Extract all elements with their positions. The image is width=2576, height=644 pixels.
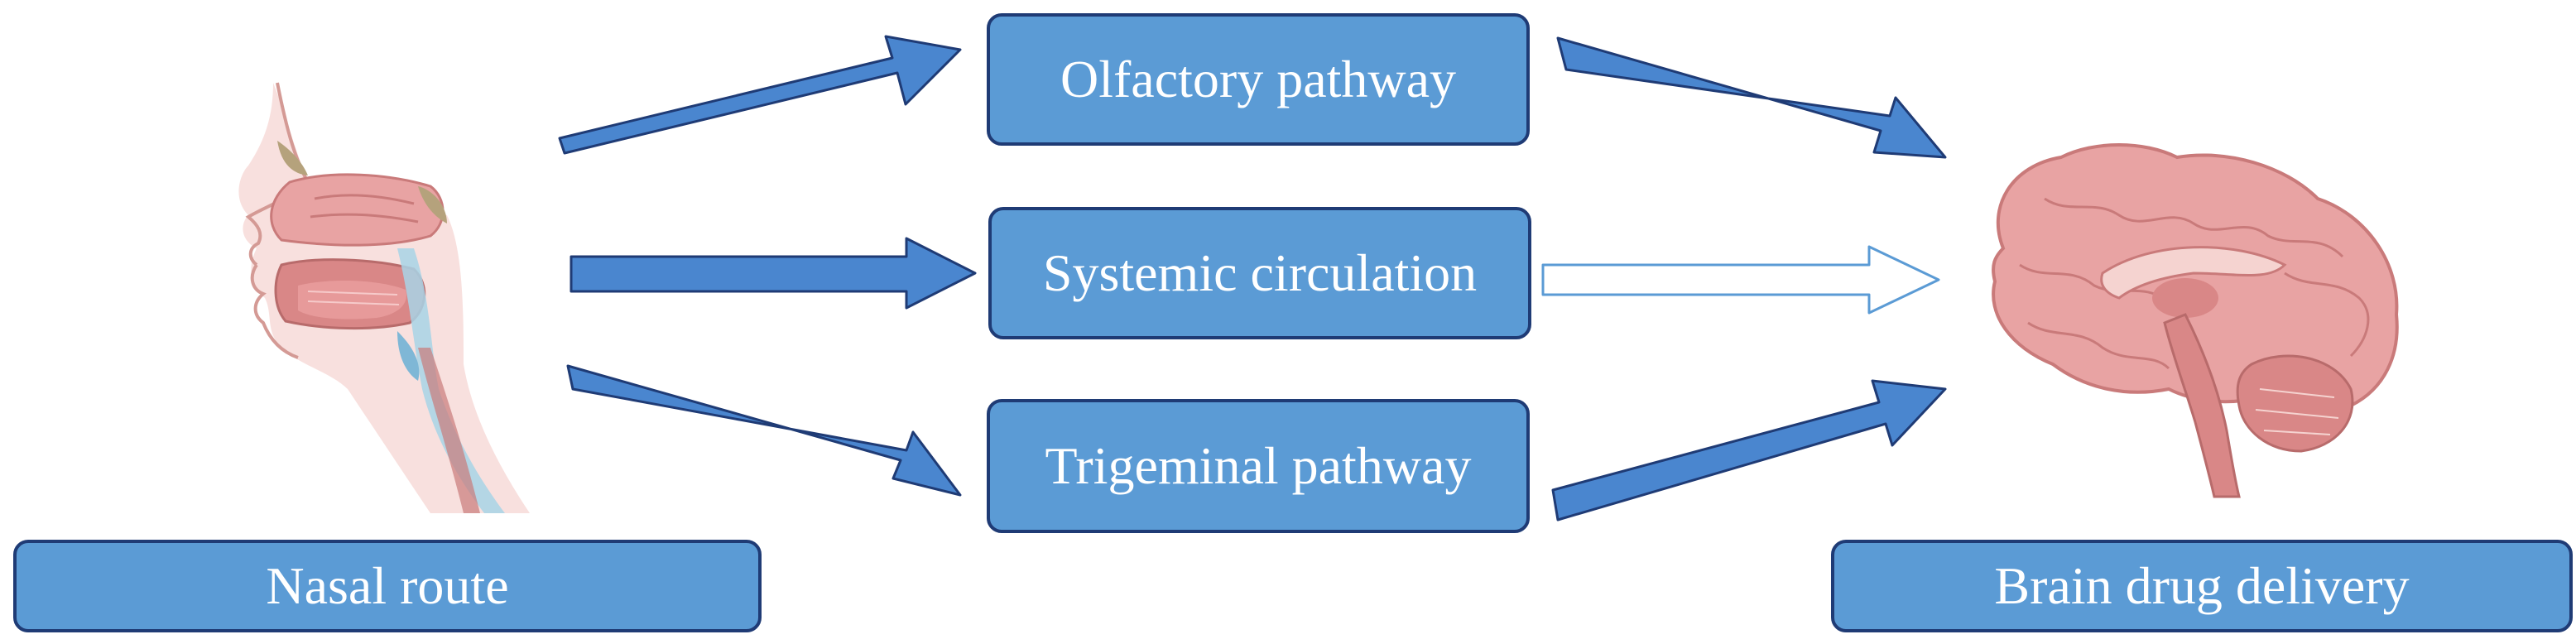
arrow-trigeminal-to-brain (1551, 379, 1947, 521)
nasal-route-label: Nasal route (266, 556, 509, 615)
systemic-circulation-label: Systemic circulation (1042, 243, 1478, 302)
arrow-nasal-to-systemic (570, 237, 977, 310)
arrow-olfactory-to-brain (1556, 36, 1947, 159)
arrow-nasal-to-olfactory (558, 35, 962, 155)
olfactory-pathway-box: Olfactory pathway (987, 13, 1530, 146)
brain-icon (1992, 143, 2399, 498)
nasal-head-icon (238, 82, 530, 513)
arrow-systemic-to-brain-hollow (1541, 245, 1940, 315)
brain-drug-delivery-box: Brain drug delivery (1831, 540, 2573, 632)
trigeminal-pathway-box: Trigeminal pathway (987, 399, 1530, 533)
olfactory-pathway-label: Olfactory pathway (1060, 50, 1457, 108)
nasal-route-box: Nasal route (13, 540, 762, 632)
systemic-circulation-box: Systemic circulation (988, 207, 1531, 339)
trigeminal-pathway-label: Trigeminal pathway (1045, 436, 1472, 495)
brain-drug-delivery-label: Brain drug delivery (1994, 556, 2410, 615)
arrow-nasal-to-trigeminal (566, 364, 962, 497)
